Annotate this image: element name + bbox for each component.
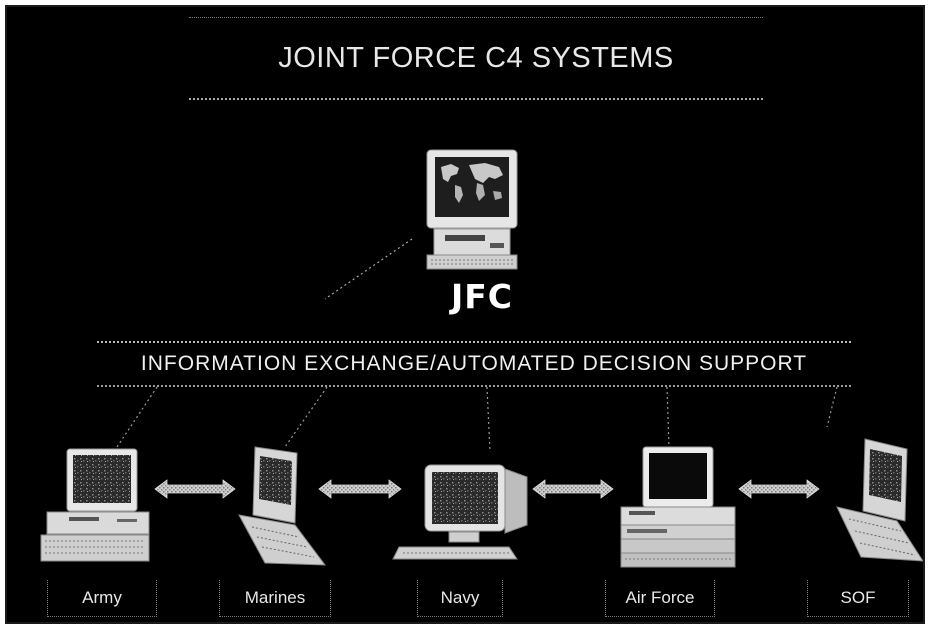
air-force-computer-icon: [620, 446, 736, 568]
marines-navy-arrow-icon: [318, 479, 402, 499]
service-label-air-force: Air Force: [605, 580, 715, 617]
service-label-text: Army: [82, 588, 122, 607]
service-label-sof: SOF: [807, 580, 909, 617]
service-label-army: Army: [47, 580, 157, 617]
marines-computer-icon: [238, 446, 327, 566]
diagram-artwork: [40, 149, 923, 568]
diagram-frame: JOINT FORCE C4 SYSTEMS JFC INFORMATION E…: [5, 5, 925, 624]
service-label-text: Navy: [440, 588, 480, 607]
service-label-text: SOF: [840, 588, 876, 607]
banner-text: INFORMATION EXCHANGE/AUTOMATED DECISION …: [140, 352, 808, 375]
title-box: JOINT FORCE C4 SYSTEMS: [189, 17, 763, 100]
service-label-text: Air Force: [625, 588, 695, 607]
jfc-label: JFC: [450, 277, 514, 316]
jfc-link-line: [324, 238, 413, 300]
sof-computer-icon: [836, 438, 923, 562]
exchange-arrows: [154, 479, 820, 499]
navy-airforce-arrow-icon: [532, 479, 614, 499]
service-label-text: Marines: [244, 588, 306, 607]
airforce-sof-arrow-icon: [738, 479, 820, 499]
service-label-navy: Navy: [417, 580, 503, 617]
information-exchange-banner: INFORMATION EXCHANGE/AUTOMATED DECISION …: [97, 341, 851, 387]
diagram-title: JOINT FORCE C4 SYSTEMS: [278, 41, 674, 74]
service-link-lines: [116, 386, 838, 453]
jfc-computer-icon: [426, 149, 518, 270]
army-marines-arrow-icon: [154, 479, 236, 499]
navy-computer-icon: [392, 464, 528, 560]
army-computer-icon: [40, 448, 150, 562]
service-label-marines: Marines: [219, 580, 331, 617]
